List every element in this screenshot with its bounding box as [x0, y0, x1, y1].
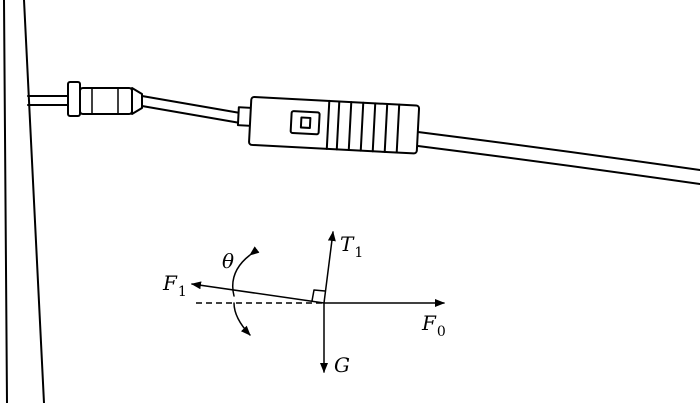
right-angle-marker — [311, 289, 326, 302]
label-F0: F0 — [421, 311, 446, 340]
wall-pole — [3, 0, 45, 403]
tension-sensor — [236, 96, 421, 155]
angle-arc-upper — [232, 246, 260, 297]
cable-segment-left — [141, 95, 247, 125]
force-T1-arrow — [323, 231, 336, 304]
force-F1-arrow — [191, 281, 325, 304]
label-theta: θ — [222, 249, 234, 273]
label-F1: F1 — [162, 271, 187, 300]
label-T1: T1 — [340, 232, 363, 261]
clevis-fitting — [67, 81, 143, 117]
force-diagram — [191, 231, 445, 373]
cable-segment-right — [417, 131, 700, 185]
label-G: G — [334, 353, 350, 377]
angle-arc-lower — [233, 302, 251, 336]
anchor-rod — [27, 95, 71, 106]
